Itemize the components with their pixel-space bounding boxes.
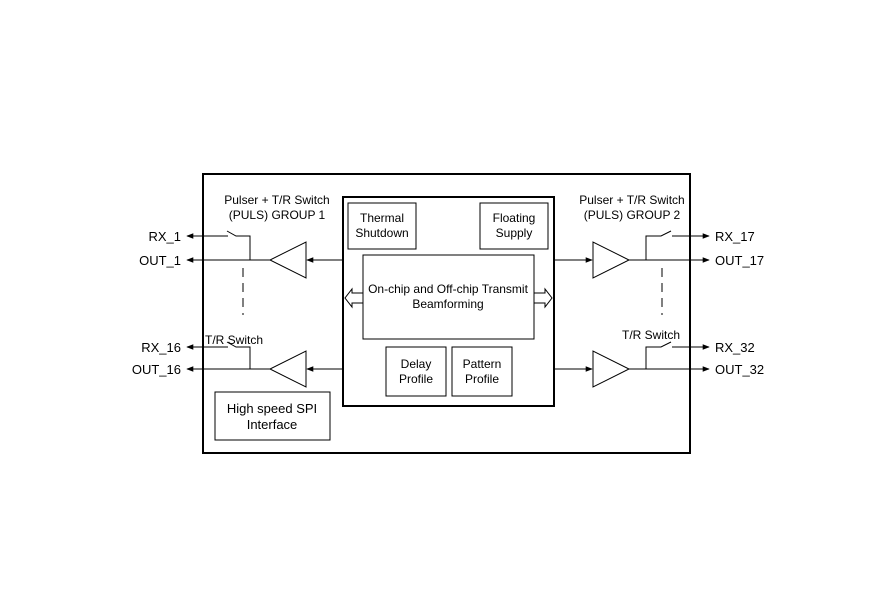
left-bottom-amplifier [268,350,307,388]
rx32-switch [645,341,672,369]
pin-out-17: OUT_17 [715,253,764,268]
pin-out-16: OUT_16 [132,362,181,377]
beamforming-label-line2: Beamforming [412,297,483,311]
thermal-label-line1: Thermal [360,211,404,225]
right-bottom-amplifier [592,350,631,388]
thermal-label-line2: Shutdown [355,226,408,240]
left-bus-arrow [344,287,363,309]
spi-interface-box [214,391,331,441]
right-top-amplifier [592,241,631,279]
floating-supply-box [479,202,549,250]
pin-rx-32: RX_32 [715,340,755,355]
thermal-shutdown-box [347,202,417,250]
beamforming-box [362,254,535,340]
group1-label-line1: Pulser + T/R Switch [224,193,329,207]
delay-label-line2: Profile [399,372,433,386]
group1-label-line2: (PULS) GROUP 1 [229,208,326,222]
floating-label-line2: Supply [496,226,533,240]
rx16-switch [226,341,251,369]
group2-label-line2: (PULS) GROUP 2 [584,208,681,222]
pattern-profile-box [451,346,513,397]
tr-switch-left-label: T/R Switch [205,333,263,347]
rx1-switch [226,230,251,260]
floating-label-line1: Floating [493,211,536,225]
pin-out-32: OUT_32 [715,362,764,377]
pin-rx-1: RX_1 [148,229,181,244]
rx17-switch [645,230,672,260]
group2-label-line1: Pulser + T/R Switch [579,193,684,207]
pin-rx-16: RX_16 [141,340,181,355]
pin-out-1: OUT_1 [139,253,181,268]
right-bus-arrow [534,287,553,309]
pattern-label-line2: Profile [465,372,499,386]
delay-profile-box [385,346,447,397]
pattern-label-line1: Pattern [463,357,502,371]
spi-label-line2: Interface [247,417,298,432]
pin-rx-17: RX_17 [715,229,755,244]
delay-label-line1: Delay [401,357,432,371]
tr-switch-right-label: T/R Switch [622,328,680,342]
spi-label-line1: High speed SPI [227,401,317,416]
beamforming-label-line1: On-chip and Off-chip Transmit [368,282,529,296]
left-top-amplifier [268,241,307,279]
